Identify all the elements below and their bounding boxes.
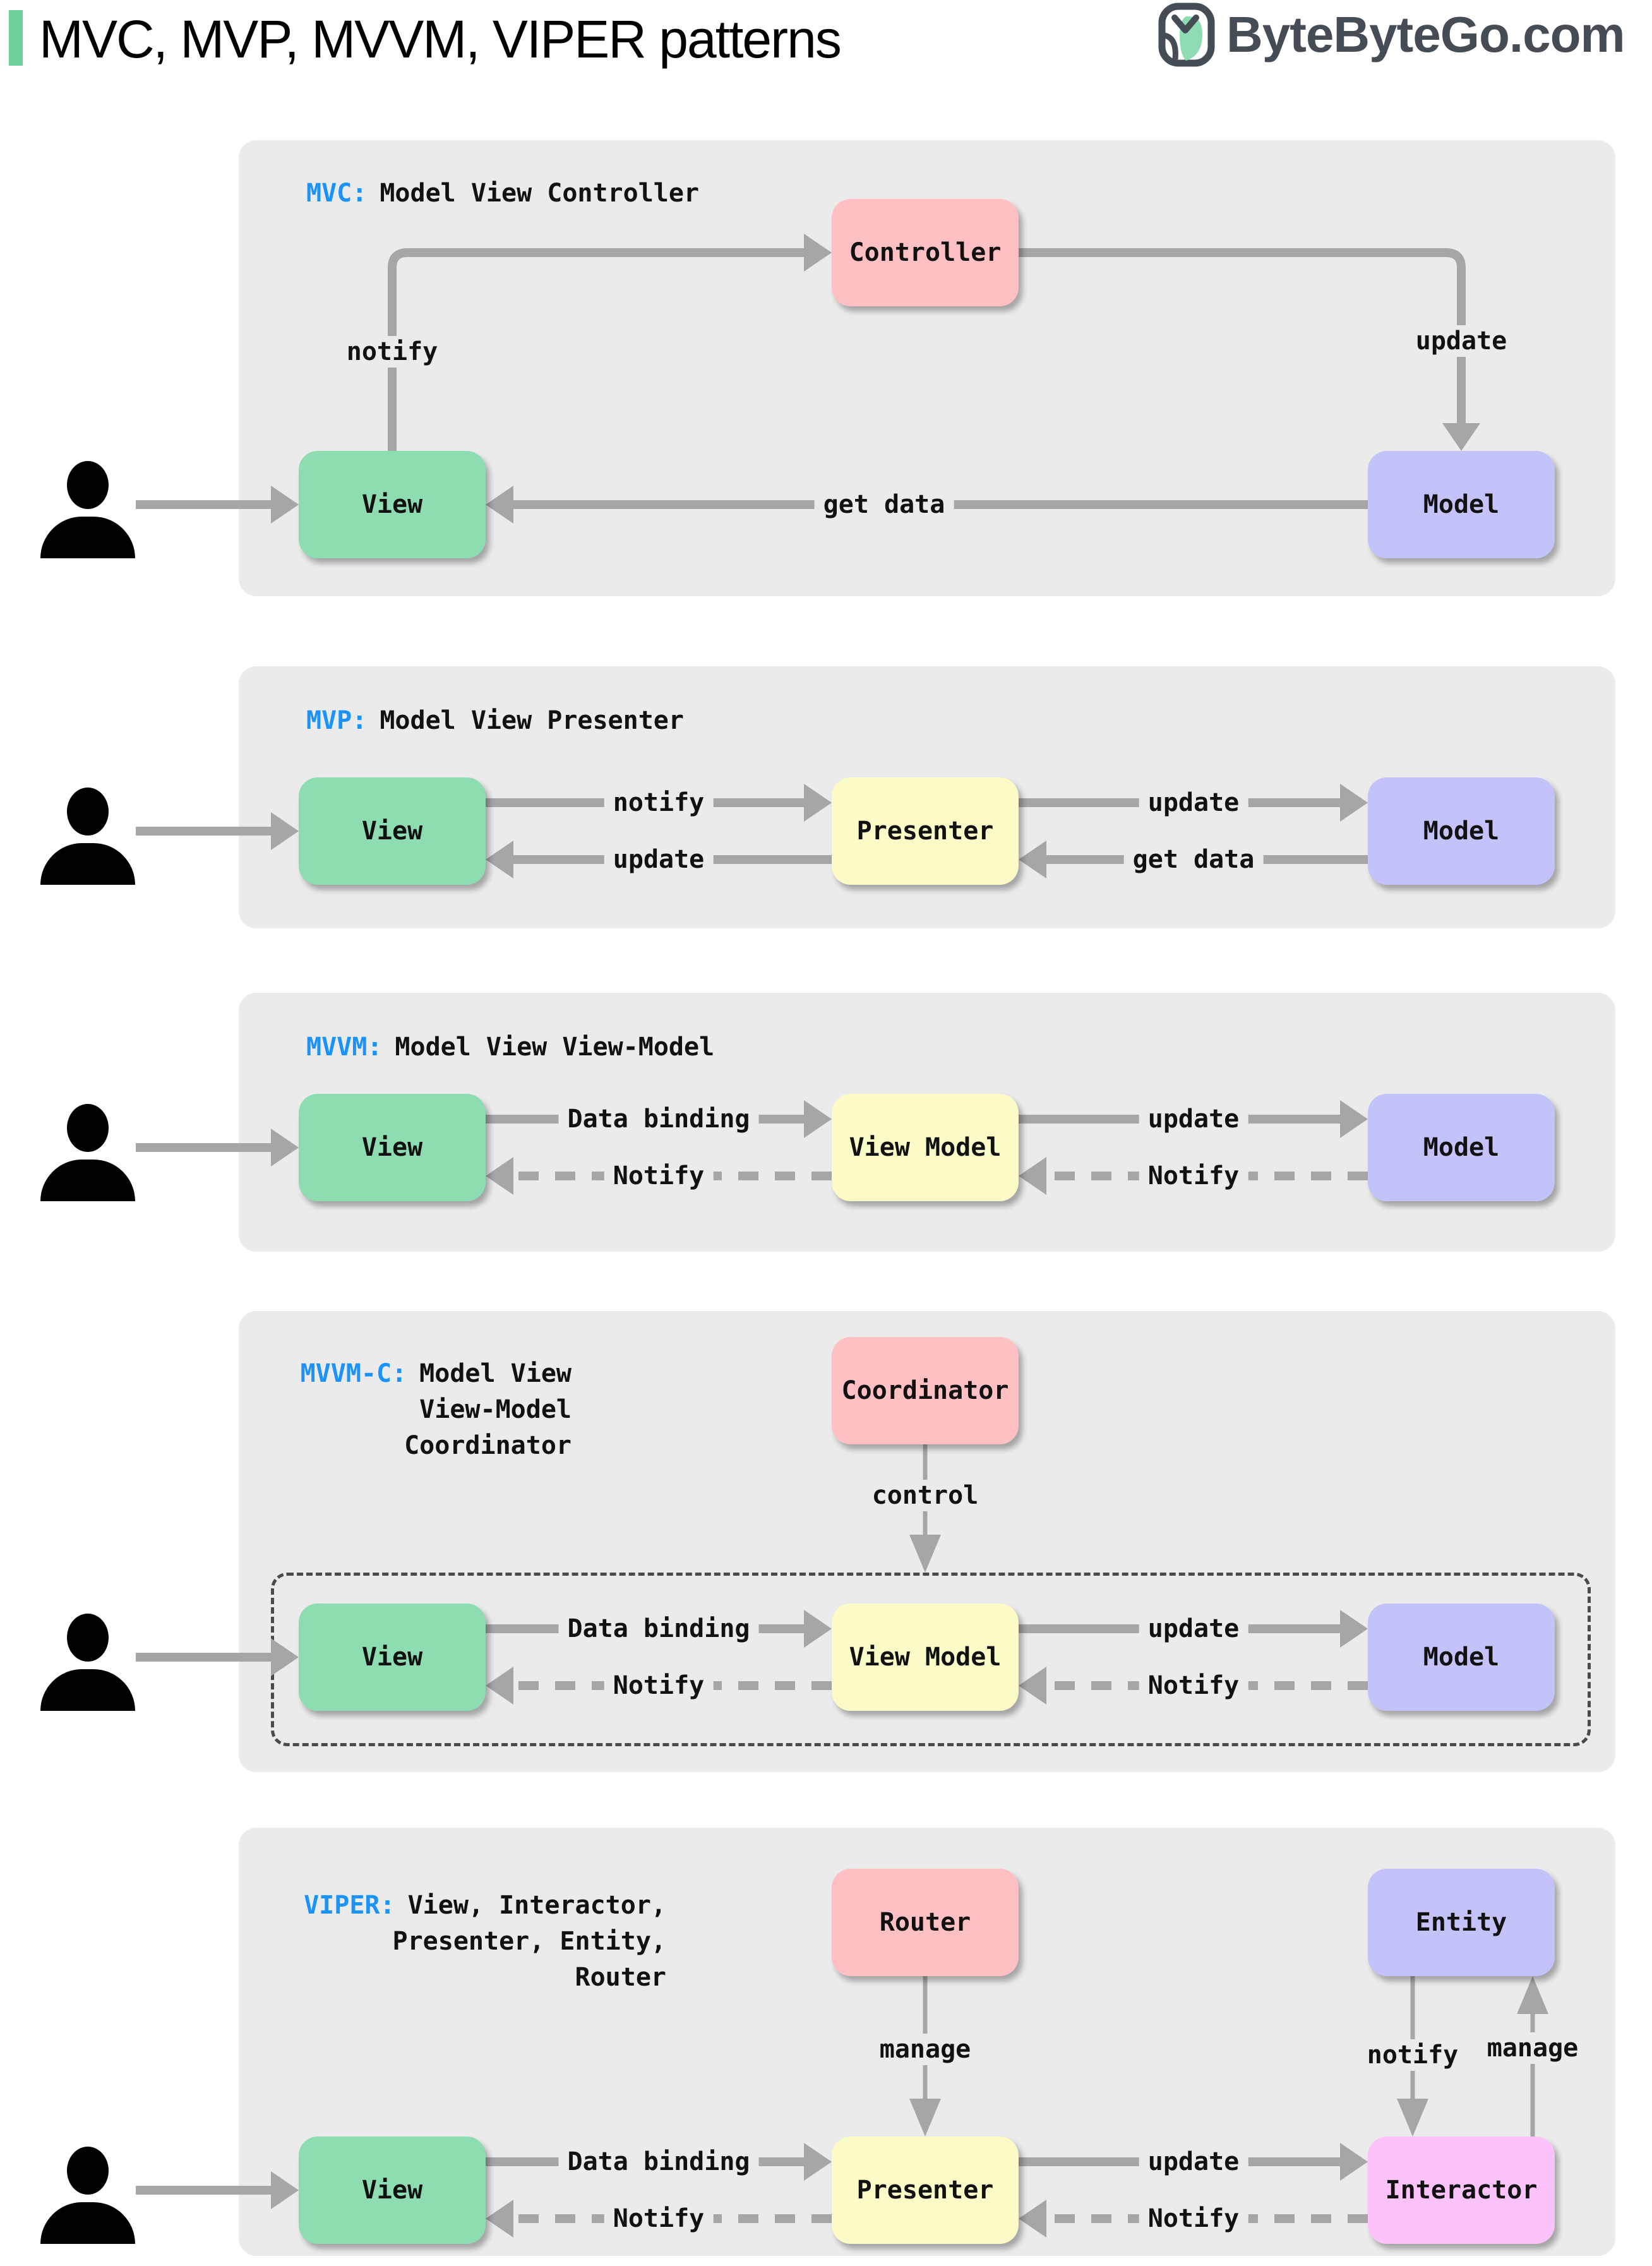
mvc-controller-box: Controller	[832, 199, 1019, 306]
viper-subtitle-line1: View, Interactor,	[407, 1891, 666, 1920]
mvp-presenter-box: Presenter	[832, 777, 1019, 885]
mvvmc-title-line1: MVVM-C: Model View	[293, 1356, 572, 1392]
viper-notify-view-label: Notify	[604, 2203, 714, 2234]
mvc-get-data-label: get data	[814, 489, 954, 520]
viper-entity-box: Entity	[1368, 1869, 1555, 1976]
viper-subtitle-line2: Presenter, Entity,	[392, 1927, 666, 1956]
arrow-view-to-controller	[388, 234, 832, 451]
user-head	[67, 788, 109, 836]
mvvmc-coordinator-box: Coordinator	[832, 1337, 1019, 1444]
mvp-update-view-label: update	[604, 844, 714, 875]
user-icon	[40, 788, 135, 885]
mvvmc-subtitle-line2: View-Model	[419, 1395, 572, 1424]
viper-update-label: update	[1139, 2146, 1248, 2178]
user-head	[67, 2147, 109, 2195]
viper-view-box: View	[299, 2137, 486, 2244]
mvvmc-control-label: control	[863, 1480, 988, 1511]
mvc-update-label: update	[1406, 325, 1516, 357]
mvc-tag: MVC:	[306, 179, 368, 208]
viper-manage-entity-label: manage	[1478, 2032, 1588, 2064]
viper-interactor-box: Interactor	[1368, 2137, 1555, 2244]
user-icon	[40, 2147, 135, 2244]
mvp-update-model-label: update	[1139, 787, 1248, 818]
viper-notify-label: notify	[1358, 2039, 1468, 2071]
bytebytego-logo: ByteByteGo.com	[1157, 1, 1625, 68]
user-body	[40, 1160, 135, 1201]
viper-router-box: Router	[832, 1869, 1019, 1976]
mvvmc-viewmodel-box: View Model	[832, 1604, 1019, 1711]
viper-notify-presenter-label: Notify	[1139, 2203, 1248, 2234]
mvvm-tag: MVVM:	[306, 1033, 383, 1062]
title-accent-bar	[9, 10, 23, 66]
mvvmc-subtitle-line1: Model View	[419, 1359, 572, 1388]
mvp-notify-label: notify	[604, 787, 714, 818]
arrow-user-to-view-mvp	[136, 812, 299, 850]
mvvmc-data-binding-label: Data binding	[558, 1613, 759, 1645]
mvvmc-section-title: MVVM-C: Model View View-Model Coordinator	[293, 1356, 572, 1464]
user-icon	[40, 461, 135, 558]
mvvm-model-box: Model	[1368, 1094, 1555, 1201]
mvvmc-view-box: View	[299, 1604, 486, 1711]
bytebytego-logo-icon	[1158, 3, 1215, 67]
viper-tag: VIPER:	[304, 1891, 395, 1920]
viper-section-title: VIPER: View, Interactor, Presenter, Entit…	[293, 1888, 666, 1996]
mvvmc-update-label: update	[1139, 1613, 1248, 1645]
mvvm-view-box: View	[299, 1094, 486, 1201]
user-icon	[40, 1614, 135, 1711]
mvvmc-tag: MVVM-C:	[300, 1359, 407, 1388]
arrow-user-to-view-mvc	[136, 486, 299, 524]
mvc-section-title: MVC: Model View Controller	[306, 176, 699, 212]
mvc-subtitle: Model View Controller	[380, 179, 700, 208]
arrow-user-to-view-mvvmc	[136, 1638, 299, 1676]
page-title: MVC, MVP, MVVM, VIPER patterns	[39, 9, 842, 69]
arrow-controller-to-model	[1019, 248, 1480, 451]
mvp-get-data-label: get data	[1123, 844, 1264, 875]
mvvm-subtitle: Model View View-Model	[395, 1033, 715, 1062]
mvvm-notify-view-label: Notify	[604, 1160, 714, 1192]
mvvmc-model-box: Model	[1368, 1604, 1555, 1711]
viper-title-line1: VIPER: View, Interactor,	[293, 1888, 666, 1924]
mvp-tag: MVP:	[306, 706, 368, 735]
mvvmc-notify-vm-label: Notify	[1139, 1670, 1248, 1701]
viper-subtitle-line3: Router	[575, 1963, 667, 1992]
mvp-subtitle: Model View Presenter	[380, 706, 684, 735]
mvvm-update-label: update	[1139, 1103, 1248, 1135]
viper-data-binding-label: Data binding	[558, 2146, 759, 2178]
user-body	[40, 2202, 135, 2244]
mvvm-notify-vm-label: Notify	[1139, 1160, 1248, 1192]
viper-manage-presenter-label: manage	[870, 2034, 980, 2065]
mvp-section-title: MVP: Model View Presenter	[306, 703, 684, 739]
mvvm-section-title: MVVM: Model View View-Model	[306, 1029, 714, 1065]
mvvm-viewmodel-box: View Model	[832, 1094, 1019, 1201]
user-head	[67, 461, 109, 509]
arrow-entity-notify-interactor	[1397, 1976, 1428, 2137]
user-head	[67, 1614, 109, 1662]
bytebytego-logo-text: ByteByteGo.com	[1226, 6, 1625, 63]
user-body	[40, 843, 135, 885]
viper-presenter-box: Presenter	[832, 2137, 1019, 2244]
mvc-model-box: Model	[1368, 451, 1555, 558]
mvc-view-box: View	[299, 451, 486, 558]
mvvm-data-binding-label: Data binding	[558, 1103, 759, 1135]
mvc-notify-label: notify	[337, 336, 447, 368]
mvp-model-box: Model	[1368, 777, 1555, 885]
mvvmc-subtitle-line3: Coordinator	[404, 1431, 572, 1460]
mvp-view-box: View	[299, 777, 486, 885]
user-body	[40, 1669, 135, 1711]
user-head	[67, 1104, 109, 1152]
arrow-user-to-view-viper	[136, 2171, 299, 2209]
arrow-user-to-view-mvvm	[136, 1129, 299, 1166]
user-icon	[40, 1104, 135, 1201]
mvvmc-notify-view-label: Notify	[604, 1670, 714, 1701]
user-body	[40, 517, 135, 558]
